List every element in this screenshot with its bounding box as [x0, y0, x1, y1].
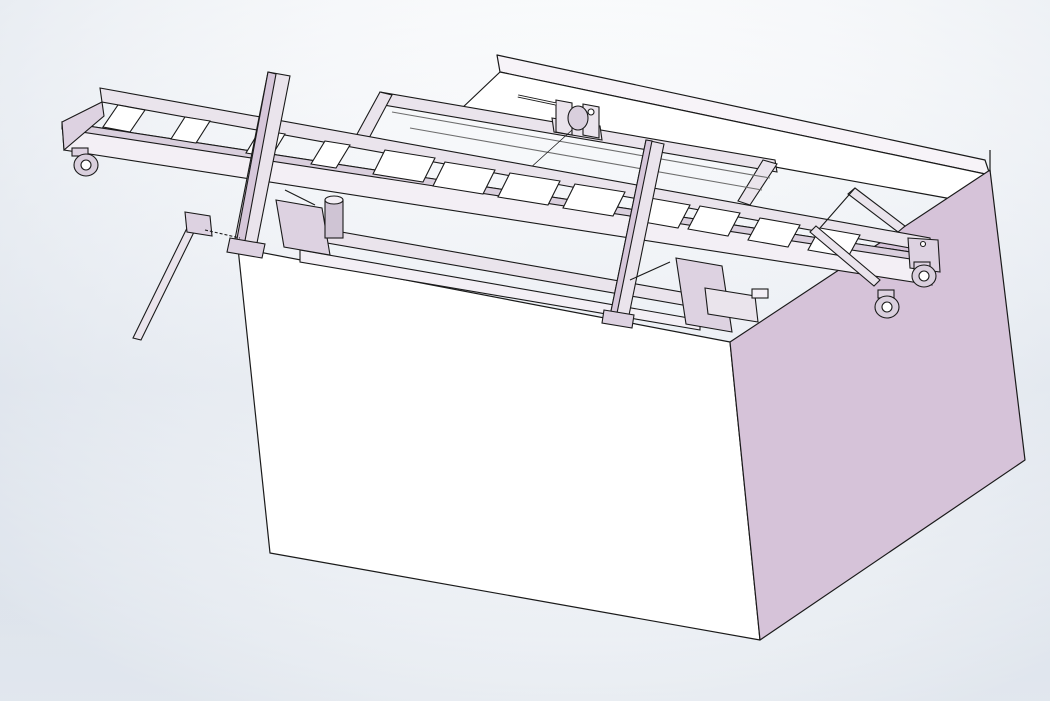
left-bracket	[275, 199, 331, 256]
left-cylinder	[324, 199, 344, 239]
handle-rod	[132, 211, 241, 341]
caster-wheels	[71, 147, 937, 319]
winch-cable	[527, 129, 573, 171]
ladder-left-endcap	[61, 101, 105, 152]
left-leg-foot	[226, 237, 266, 259]
winch	[517, 94, 603, 171]
right-leg-foot	[601, 309, 635, 329]
ladder-rail	[61, 87, 941, 286]
caster-wheel-right-front	[874, 289, 900, 319]
frame-lower-rail	[299, 249, 701, 331]
winch-drum	[567, 105, 589, 131]
side-brace	[809, 187, 906, 287]
support-frame	[275, 91, 778, 333]
caster-wheel-left	[71, 147, 99, 177]
leg-posts	[226, 71, 671, 329]
right-pin	[751, 288, 769, 299]
caster-wheel-right-back	[911, 261, 937, 288]
handle-bracket	[184, 211, 213, 237]
winch-plate-left	[555, 99, 573, 136]
right-clamp	[704, 287, 759, 323]
